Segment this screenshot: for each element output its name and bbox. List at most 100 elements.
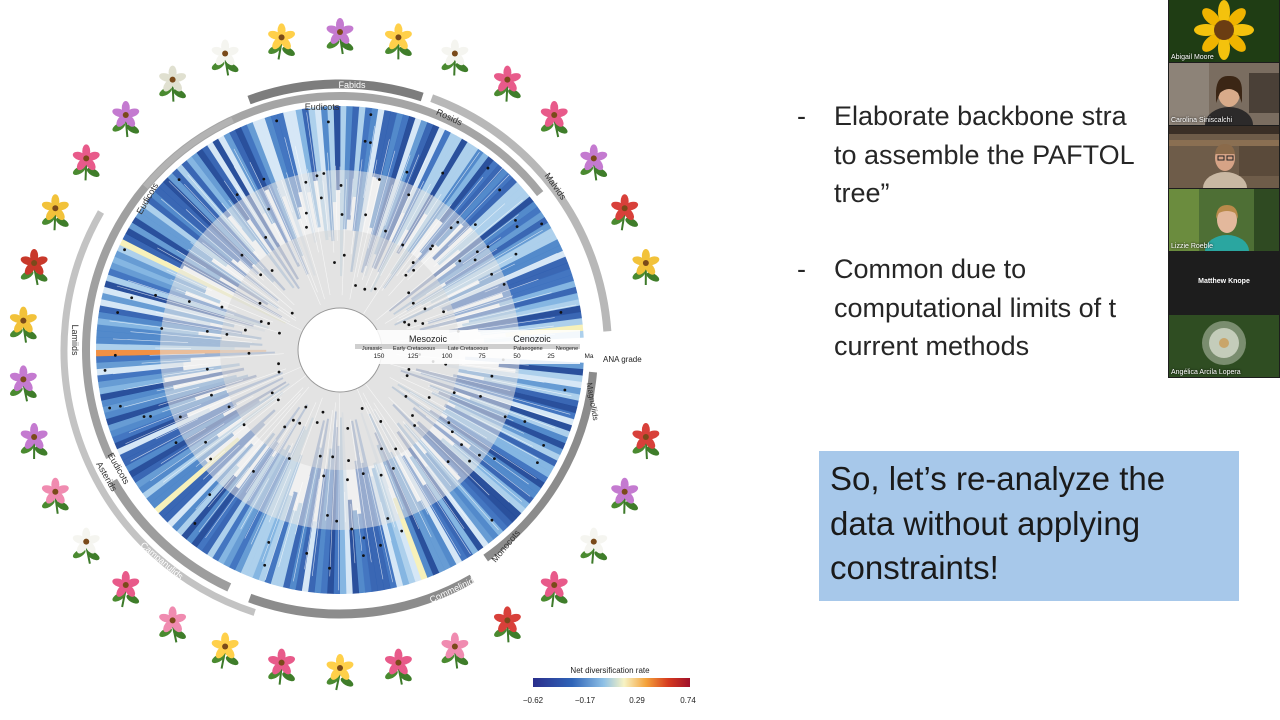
tip-marker — [540, 222, 544, 226]
time-tick-50: 50 — [513, 353, 521, 360]
tip-marker — [315, 174, 319, 178]
tip-marker — [347, 459, 350, 462]
branch — [249, 161, 299, 263]
branch — [381, 152, 480, 291]
branch — [141, 353, 284, 364]
flower-icon — [112, 571, 140, 608]
branch — [335, 165, 338, 241]
clade-arc — [60, 210, 256, 616]
wedge — [435, 152, 489, 221]
branch — [484, 286, 499, 293]
branch — [217, 387, 304, 476]
tip-marker — [404, 273, 408, 277]
color-legend: Net diversification rate −0.62 −0.17 0.2… — [520, 666, 700, 706]
tip-marker — [340, 213, 344, 216]
wedge — [515, 368, 583, 383]
branch — [398, 256, 513, 319]
clade-label-eudicots-top: Eudicots — [305, 102, 340, 112]
branch — [125, 366, 302, 445]
branch — [398, 194, 433, 252]
branch — [228, 199, 270, 256]
tip-marker — [452, 391, 456, 395]
flower-icon — [9, 306, 37, 343]
tip-marker — [362, 554, 365, 558]
branch — [389, 377, 539, 460]
tip-marker — [379, 473, 383, 477]
branch — [367, 150, 396, 249]
branch — [112, 363, 208, 375]
period-palaeogene: Palaeogene — [513, 346, 542, 352]
tip-marker — [407, 323, 411, 327]
tip-marker — [277, 370, 281, 374]
callout-text: So, let’s re-analyze the data without ap… — [830, 457, 1165, 591]
bullet-line: computational limits of t — [834, 292, 1117, 323]
legend-tick: −0.17 — [574, 696, 596, 705]
branch — [356, 508, 363, 551]
branch — [127, 280, 235, 316]
tip-marker — [318, 454, 322, 458]
flower-icon — [611, 477, 639, 514]
tip-marker — [319, 196, 323, 200]
tip-marker — [304, 211, 308, 215]
branch — [390, 363, 571, 415]
branch — [311, 410, 333, 577]
flower-icon — [385, 648, 412, 685]
branch — [158, 379, 244, 406]
branch — [278, 481, 303, 568]
flower-icon — [9, 365, 37, 402]
tip-marker — [304, 180, 308, 184]
branch — [165, 260, 303, 332]
branch — [293, 430, 325, 582]
tip-marker — [514, 219, 517, 222]
flower-icon — [385, 23, 412, 60]
branch — [401, 377, 525, 434]
branch — [363, 193, 442, 314]
tip-marker — [258, 301, 262, 305]
participant-tile[interactable]: Lizzie Roeble — [1169, 189, 1279, 251]
flower-icon — [268, 23, 295, 60]
tip-marker — [142, 415, 146, 419]
flower-icon — [159, 65, 187, 102]
participant-tile[interactable]: Angélica Arcila Lopera — [1169, 315, 1279, 377]
tip-marker — [559, 311, 563, 314]
flower-icon — [632, 248, 660, 285]
participant-tile[interactable] — [1169, 126, 1279, 188]
participant-tile[interactable]: Abigail Moore — [1169, 0, 1279, 62]
wedge — [439, 156, 494, 224]
tip-marker — [291, 418, 295, 422]
tip-marker — [423, 307, 427, 311]
branch — [349, 419, 372, 563]
branch — [268, 186, 321, 306]
legend-title: Net diversification rate — [570, 666, 650, 675]
participant-tile[interactable]: Carolina Siniscalchi — [1169, 63, 1279, 125]
tip-marker — [468, 459, 471, 463]
tip-marker — [242, 423, 246, 427]
branch — [447, 226, 470, 247]
branch — [325, 402, 336, 521]
tip-marker — [108, 406, 112, 410]
tip-marker — [342, 253, 346, 257]
participant-name: Lizzie Roeble — [1171, 243, 1214, 250]
tip-marker — [225, 332, 229, 336]
wedge — [270, 509, 297, 586]
branch — [374, 408, 461, 556]
participant-tile[interactable]: Matthew Knope — [1169, 252, 1279, 314]
branch — [433, 203, 506, 268]
tip-marker — [450, 430, 454, 434]
flower-icon — [493, 65, 521, 102]
wedge — [252, 119, 286, 198]
tip-marker — [486, 166, 490, 170]
tip-marker — [220, 305, 224, 309]
tip-marker — [421, 322, 425, 325]
branch — [268, 469, 292, 523]
tip-marker — [116, 311, 120, 314]
branch — [248, 421, 297, 501]
branch — [160, 198, 293, 310]
branch — [162, 374, 308, 483]
tip-marker — [264, 236, 268, 239]
tip-marker — [322, 474, 326, 478]
branch — [389, 157, 427, 240]
wedge — [352, 510, 366, 594]
branch — [123, 386, 200, 408]
tip-marker — [247, 351, 251, 355]
